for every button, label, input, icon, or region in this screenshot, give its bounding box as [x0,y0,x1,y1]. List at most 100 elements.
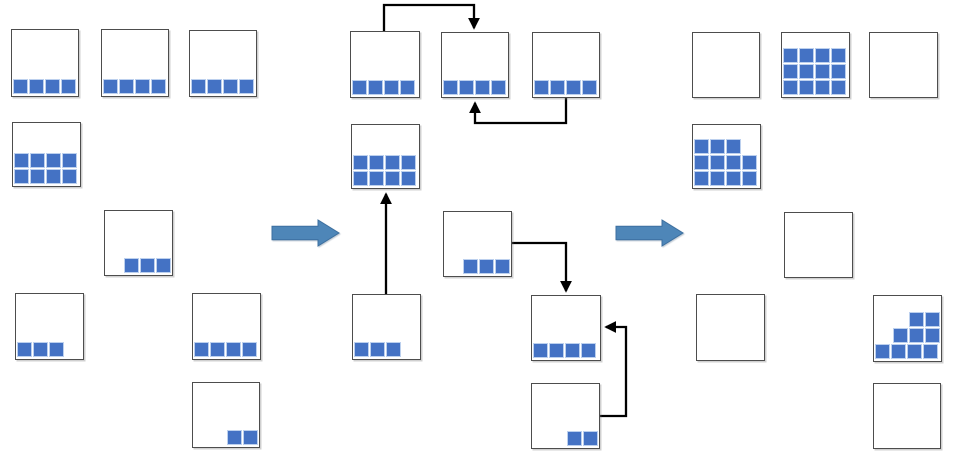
block-square [103,79,118,94]
migration-arrow-2block-to-4block [600,321,628,418]
block-square [566,80,581,95]
block-square [710,171,725,186]
during-box-6 [352,294,421,360]
block-square [354,342,369,357]
block-square [243,430,258,445]
block-square [581,343,596,358]
block-square [567,431,582,446]
block-square [151,79,166,94]
block-square [726,139,741,154]
block-square [384,80,399,95]
before-box-4 [12,122,81,187]
block-square [783,48,798,63]
block-square [831,80,846,95]
block-square [549,343,564,358]
block-square [550,80,565,95]
block-row [694,139,759,154]
block-row [191,79,255,94]
after-box-4 [692,124,761,189]
block-row [875,344,940,359]
during-box-1 [350,31,420,98]
before-box-7 [192,293,261,360]
block-square [534,80,549,95]
block-square [227,430,242,445]
block-row [534,80,598,95]
before-box-8 [192,382,260,448]
block-square [191,79,206,94]
block-square [30,153,45,168]
block-square [582,80,597,95]
block-square [815,80,830,95]
during-box-4 [351,124,420,189]
block-square [385,155,400,170]
block-square [352,80,367,95]
block-row [14,153,79,168]
block-square [479,259,494,274]
after-box-2 [781,32,850,98]
block-square [799,64,814,79]
block-square [491,80,506,95]
block-square [925,328,940,343]
block-row [783,80,848,95]
block-square [831,48,846,63]
during-box-3 [532,32,600,98]
block-square [799,80,814,95]
after-box-5 [784,212,853,278]
during-box-5 [443,211,512,277]
block-square [891,344,906,359]
block-square [923,344,938,359]
block-square [400,80,415,95]
block-square [875,344,890,359]
block-row [445,259,510,274]
during-box-2 [441,32,509,98]
block-square [119,79,134,94]
block-square [401,171,416,186]
block-row [875,328,940,343]
block-square [17,342,32,357]
before-box-2 [101,29,169,97]
block-square [783,80,798,95]
block-square [14,153,29,168]
after-box-7 [873,295,942,362]
before-box-3 [189,30,257,97]
before-box-1 [11,29,79,97]
block-square [710,155,725,170]
block-square [369,171,384,186]
block-row [13,79,77,94]
block-row [533,431,598,446]
block-square [226,342,241,357]
block-square [135,79,150,94]
block-square [46,169,61,184]
block-square [156,258,171,273]
block-square [33,342,48,357]
block-square [62,169,77,184]
block-row [352,80,418,95]
block-square [565,343,580,358]
block-square [386,342,401,357]
block-row [783,64,848,79]
block-row [694,155,759,170]
block-square [368,80,383,95]
block-row [533,343,599,358]
block-row [106,258,171,273]
block-row [354,342,419,357]
block-square [30,169,45,184]
after-box-6 [696,294,765,361]
block-square [13,79,28,94]
block-square [45,79,60,94]
block-row [353,155,418,170]
block-row [783,48,848,63]
block-square [783,64,798,79]
block-square [726,155,741,170]
block-square [495,259,510,274]
during-box-7 [531,295,601,361]
block-square [443,80,458,95]
migration-arrow-top-right-to-mid [469,98,568,125]
block-square [207,79,222,94]
block-square [463,259,478,274]
block-square [694,155,709,170]
block-square [583,431,598,446]
before-box-6 [15,293,84,360]
block-square [49,342,64,357]
block-square [742,155,757,170]
